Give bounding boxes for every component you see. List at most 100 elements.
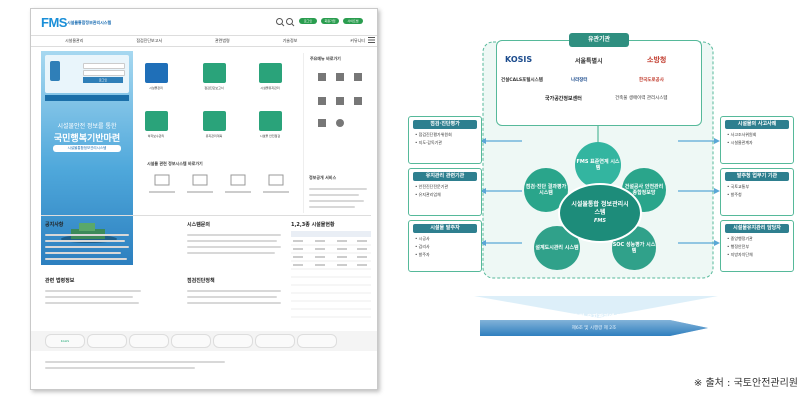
left-box-item: 점검진단평가위원회 xyxy=(418,132,452,137)
related-systems-icons[interactable] xyxy=(147,171,301,201)
national-spatial-center: 국가공간정보센터 xyxy=(545,96,582,102)
tile-repair[interactable] xyxy=(145,111,168,131)
right-box-item: 행정안전부 xyxy=(730,244,750,249)
logo-kosis: KOSIS xyxy=(505,55,533,64)
header-login-button[interactable]: 로그인 xyxy=(299,18,317,24)
menu-icon[interactable] xyxy=(368,37,375,43)
left-box-owner: 시설물 발주자 • 시공사 • 감리사 • 발주자 xyxy=(408,220,482,272)
source-caption: ※ 출처 : 국토안전관리원 xyxy=(693,378,798,389)
header-join-button[interactable]: 회원가입 xyxy=(321,18,339,24)
related-agencies-box: 유관기관 KOSIS 서울특별시 소방청 건설CALS포털시스템 나라장터 한국… xyxy=(496,33,702,126)
notice-title: 공지사항 xyxy=(45,222,64,228)
circle-fms-standard: FMS 표준연계 시스템 xyxy=(575,142,621,188)
law-list xyxy=(45,287,145,304)
right-box-item: 사고조사위원회 xyxy=(730,132,757,137)
footer-banner[interactable] xyxy=(213,334,253,348)
site-logo: FMS 시설물통합정보관리시스템 xyxy=(41,15,111,30)
tile-grid: 시설물관리 점검진단보고서 시설물유지관리 하자보수관리 유지관리계획 시설물 … xyxy=(141,53,301,173)
id-input[interactable] xyxy=(83,63,125,69)
right-box-title: 시설물유지관리 담당자 xyxy=(725,224,789,233)
gnb-item-community[interactable]: 커뮤니티 xyxy=(350,38,365,43)
zoom-out-icon[interactable] xyxy=(285,17,295,27)
hero-small-text: 시설물안전 정보를 통한 xyxy=(57,123,117,130)
right-box-accident: 시설물의 사고사례 • 사고조사위원회 • 시설물관계자 xyxy=(720,116,794,164)
gnb-item-facility[interactable]: 시설물관리 xyxy=(65,38,84,43)
login-submit-button[interactable]: 로그인 xyxy=(83,77,123,83)
circle-inspection-evaluation: 점검·진단 결과평가 시스템 xyxy=(524,168,568,212)
footer-banner[interactable]: KALIS xyxy=(45,334,85,348)
gnb-item-law[interactable]: 관련법령 xyxy=(214,38,230,43)
footer-banner[interactable] xyxy=(171,334,211,348)
gnb-item-tech[interactable]: 기술정보 xyxy=(282,38,298,43)
left-box-item: 지도·감독기관 xyxy=(418,140,442,145)
right-box-manager: 시설물유지관리 담당자 • 중앙행정기관 • 행정안전부 • 지방자치단체 xyxy=(720,220,794,272)
main-navigation: 시설물관리 점검진단보고서 관련법령 기술정보 커뮤니티 xyxy=(65,38,365,44)
hero-badge: 시설물통합정보관리시스템 xyxy=(53,145,121,152)
quick-menu-title: 주요메뉴 바로가기 xyxy=(310,56,341,61)
right-box-item: 중앙행정기관 xyxy=(730,236,753,241)
right-box-title: 발주청 업무기 기관 xyxy=(725,172,789,181)
logo-subtitle: 시설물통합정보관리시스템 xyxy=(67,20,112,25)
open-service-list xyxy=(309,185,371,211)
password-input[interactable] xyxy=(83,70,125,76)
left-box-maintenance: 유지관리 관련기관 • 안전진단전문기관 • 유지관리업체 xyxy=(408,168,482,216)
login-tabbar xyxy=(45,95,129,101)
left-box-item: 안전진단전문기관 xyxy=(418,184,449,189)
right-box-item: 시설물관계자 xyxy=(730,140,753,145)
tile-label: 점검진단보고서 xyxy=(204,86,224,90)
tile-maintenance[interactable] xyxy=(259,63,282,83)
website-screenshot: FMS 시설물통합정보관리시스템 로그인 회원가입 사이트맵 시설물관리 점검진… xyxy=(30,8,378,390)
tile-label: 유지관리계획 xyxy=(205,134,223,138)
footer-banner[interactable] xyxy=(129,334,169,348)
quick-menu: 주요메뉴 바로가기 xyxy=(303,53,372,213)
tile-plan[interactable] xyxy=(203,111,226,131)
left-box-title: 시설물 발주자 xyxy=(413,224,477,233)
stats-table xyxy=(291,231,371,323)
left-box-evaluation: 점검·진단평가 • 점검진단평가위원회 • 지도·감독기관 xyxy=(408,116,482,164)
law-title-text: 시설물의 안전 및 유지관리에 관한 특별법 xyxy=(541,314,647,321)
logo-text: FMS xyxy=(41,15,67,30)
left-box-item: 감리사 xyxy=(418,244,430,249)
law-title: 관련 법령정보 xyxy=(45,278,75,284)
tile-label: 하자보수관리 xyxy=(147,134,165,138)
tile-label: 시설물유지관리 xyxy=(260,86,280,90)
footer-banner[interactable] xyxy=(297,334,337,348)
footer-banner[interactable] xyxy=(255,334,295,348)
circle-construction-safety: 건설공사 안전관리 종합정보망 xyxy=(622,168,666,212)
header-sitemap-button[interactable]: 사이트맵 xyxy=(343,18,363,24)
fms-main-sub: FMS xyxy=(594,218,606,224)
logo-seoul: 서울특별시 xyxy=(575,58,603,65)
open-service-title: 정보공개 서비스 xyxy=(309,175,337,180)
right-box-item: 지방자치단체 xyxy=(730,252,753,257)
tile-label: 시설물 안전점검 xyxy=(259,134,281,138)
tile-label: 시설물관리 xyxy=(149,86,163,90)
tile-safety[interactable] xyxy=(259,111,282,131)
logo-cals: 건설CALS포털시스템 xyxy=(501,78,543,83)
hero-big-text: 국민행복기반마련 xyxy=(53,134,121,144)
logo-building-history: 건축물 생애이력 관리시스템 xyxy=(615,96,668,101)
footer-banner-bar: KALIS xyxy=(31,331,377,351)
law-funnel xyxy=(474,296,718,318)
right-box-title: 시설물의 사고사례 xyxy=(725,120,789,129)
left-box-title: 유지관리 관련기관 xyxy=(413,172,477,181)
tile-facility[interactable] xyxy=(145,63,168,83)
related-agencies-title: 유관기관 xyxy=(569,33,629,47)
zoom-in-icon[interactable] xyxy=(275,17,285,27)
login-panel: 로그인 xyxy=(45,55,129,93)
right-box-ordering: 발주청 업무기 기관 • 국토교통부 • 발주청 xyxy=(720,168,794,216)
system-inquiry-title: 시스템문의 xyxy=(187,222,211,228)
fms-main-label: 시설물통합 정보관리시스템 xyxy=(571,201,629,216)
circle-fms-main: 시설물통합 정보관리시스템 FMS xyxy=(558,183,642,243)
gnb-item-report[interactable]: 점검진단보고서 xyxy=(136,38,163,43)
left-box-item: 발주자 xyxy=(418,252,430,257)
left-box-item: 유지관리업체 xyxy=(418,192,441,197)
stats-title: 1,2,3종 시설물현황 xyxy=(291,222,335,228)
left-box-item: 시공사 xyxy=(418,236,430,241)
tile-report[interactable] xyxy=(203,63,226,83)
footer-banner[interactable] xyxy=(87,334,127,348)
logo-fire-agency: 소방청 xyxy=(647,56,667,64)
diagnosis-policy-list xyxy=(187,287,287,304)
logo-narajangteo: 나라장터 xyxy=(571,78,588,83)
logo-expressway: 한국도로공사 xyxy=(639,78,664,83)
quick-icons[interactable] xyxy=(316,71,364,127)
